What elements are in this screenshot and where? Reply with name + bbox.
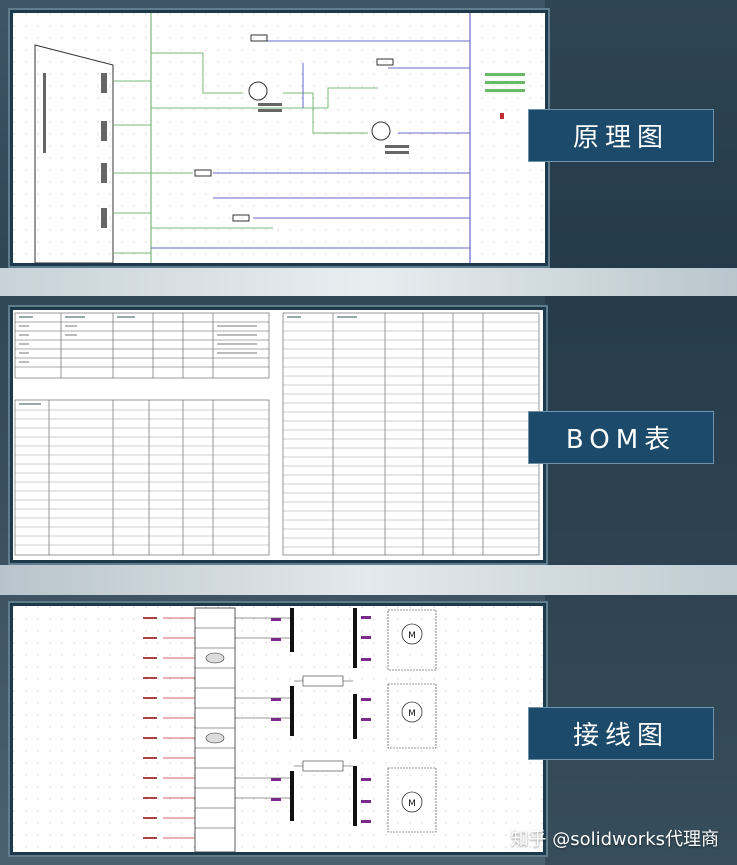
wiring-label: 接线图 <box>528 707 714 760</box>
schematic-panel <box>10 10 548 266</box>
motor-symbol <box>401 623 423 813</box>
background-band <box>0 565 737 595</box>
background-band <box>0 268 737 296</box>
wiring-drawing: M M M <box>13 606 543 852</box>
bom-tables <box>13 310 543 560</box>
bom-panel <box>10 307 546 563</box>
svg-text:M: M <box>408 799 416 809</box>
watermark: 知乎 @solidworks代理商 <box>510 829 719 850</box>
wiring-panel: M M M <box>10 603 546 855</box>
svg-text:M: M <box>408 631 416 641</box>
motor-symbol <box>248 81 391 141</box>
svg-text:M: M <box>408 709 416 719</box>
bom-label: BOM表 <box>528 411 714 464</box>
schematic-label: 原理图 <box>528 109 714 162</box>
schematic-drawing <box>13 13 545 263</box>
